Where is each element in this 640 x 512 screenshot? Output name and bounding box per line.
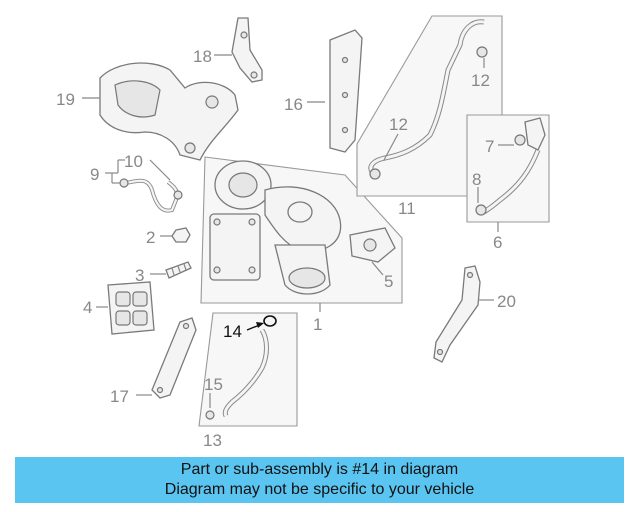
callout-17: 17	[110, 387, 129, 406]
callout-12b: 12	[389, 115, 408, 134]
callout-12a: 12	[471, 71, 490, 90]
assembly-box-13	[198, 312, 298, 427]
banner-line-1: Part or sub-assembly is #14 in diagram	[180, 461, 459, 478]
callout-6: 6	[493, 233, 502, 252]
callout-9: 9	[90, 165, 99, 184]
callout-1: 1	[313, 315, 322, 334]
bracket-17	[151, 317, 197, 399]
callout-8: 8	[472, 170, 481, 189]
seal-14	[263, 315, 277, 327]
callout-20: 20	[497, 292, 516, 311]
turbocharger	[209, 160, 342, 295]
callout-3: 3	[135, 266, 144, 285]
bracket-20	[433, 265, 481, 363]
callout-18: 18	[193, 47, 212, 66]
callout-16: 16	[284, 95, 303, 114]
callout-19: 19	[56, 90, 75, 109]
banner-line-2: Diagram may not be specific to your vehi…	[164, 481, 475, 498]
nut-2	[171, 227, 191, 243]
seal-8	[475, 204, 487, 216]
seal-12-bottom	[369, 168, 381, 180]
bracket-18	[231, 17, 263, 83]
callout-15: 15	[204, 375, 223, 394]
callout-7: 7	[485, 137, 494, 156]
callout-2: 2	[146, 228, 155, 247]
seal-7	[514, 134, 526, 146]
callout-14: 14	[223, 322, 242, 341]
callout-11: 11	[398, 199, 416, 218]
exhaust-manifold-19	[99, 62, 239, 161]
actuator-5	[349, 227, 396, 263]
gasket-4	[107, 281, 155, 335]
stud-3	[165, 261, 192, 279]
callout-10: 10	[124, 152, 143, 171]
callout-5: 5	[384, 272, 393, 291]
heat-shield-16	[329, 29, 363, 153]
callout-4: 4	[83, 298, 92, 317]
parts-diagram: 5 1 19 18 16 12 12 11 7 8 6	[56, 15, 550, 450]
seal-12-top	[476, 46, 488, 58]
info-banner: Part or sub-assembly is #14 in diagram D…	[15, 457, 624, 503]
assembly-box-11	[356, 15, 503, 197]
callout-13: 13	[203, 431, 222, 450]
seal-15	[205, 410, 215, 420]
